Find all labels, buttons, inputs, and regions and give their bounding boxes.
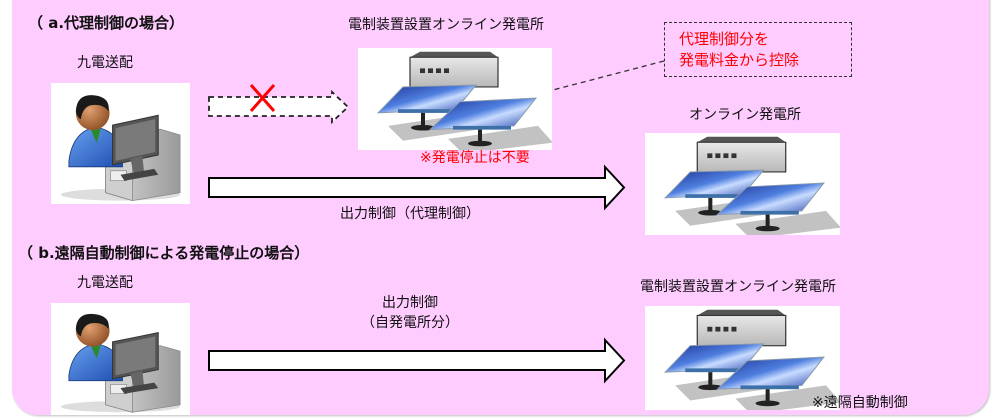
section-b-heading: （ b.遠隔自動制御による発電停止の場合） xyxy=(18,244,310,262)
section-a-heading: （ a.代理制御の場合） xyxy=(28,14,185,32)
no-stop-required-note: ※発電停止は不要 xyxy=(420,150,530,166)
operator-at-computer-icon xyxy=(60,94,181,202)
section-a-online-plant-label: オンライン発電所 xyxy=(689,107,801,123)
section-a-online-plant-image xyxy=(645,133,840,235)
callout-line-1: 代理制御分を xyxy=(679,30,770,48)
solar-power-plant-icon xyxy=(664,309,840,410)
solar-power-plant-icon xyxy=(664,136,840,235)
deduction-callout-box: 代理制御分を 発電料金から控除 xyxy=(664,22,852,77)
section-b-operator-image xyxy=(51,303,190,415)
section-b-plant-label: 電制装置設置オンライン発電所 xyxy=(640,279,836,295)
remote-control-note: ※遠隔自動制御 xyxy=(812,395,908,411)
section-a-arrow-label: 出力制御（代理制御） xyxy=(340,206,480,222)
callout-line-2: 発電料金から控除 xyxy=(679,51,800,69)
section-b-arrow-label-line-1: 出力制御 xyxy=(382,295,438,311)
section-b-arrow-label-line-2: （自発電所分） xyxy=(361,315,459,331)
section-a-operator-image xyxy=(51,83,190,204)
section-b-arrow-label: 出力制御 （自発電所分） xyxy=(340,293,480,333)
operator-at-computer-icon xyxy=(60,313,181,413)
section-a-operator-label: 九電送配 xyxy=(77,55,133,71)
section-a-controlled-plant-label: 電制装置設置オンライン発電所 xyxy=(348,17,544,33)
solar-power-plant-icon xyxy=(377,51,552,150)
section-b-operator-label: 九電送配 xyxy=(77,275,133,291)
section-b-plant-image xyxy=(645,306,840,410)
section-a-controlled-plant-image xyxy=(358,48,552,150)
